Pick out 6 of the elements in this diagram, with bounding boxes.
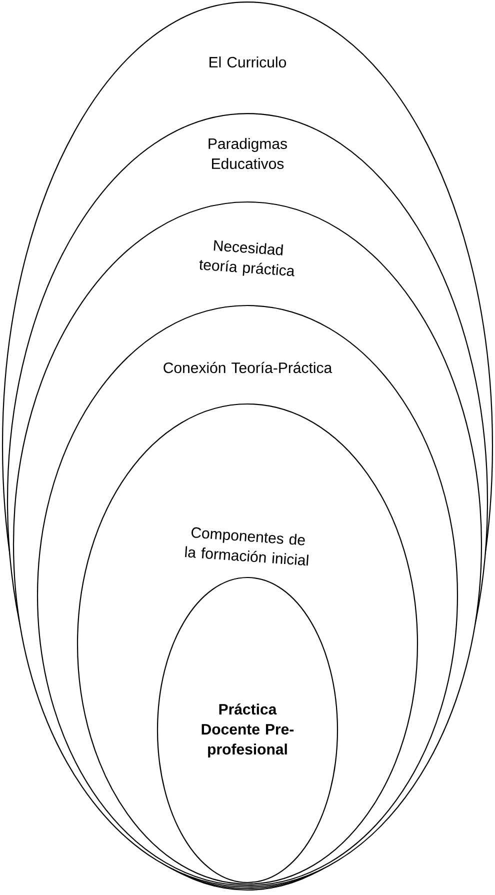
ring-label: Componentes de la formación inicial	[185, 527, 308, 566]
ring-label: Necesidad teoría práctica	[199, 240, 294, 276]
ring-label: Paradigmas Educativos	[208, 138, 287, 170]
ring-label: Conexión Teoría-Práctica	[164, 362, 332, 374]
ring-label: El Curriculo	[210, 56, 286, 68]
ring-label: Práctica Docente Pre- profesional	[202, 703, 294, 758]
